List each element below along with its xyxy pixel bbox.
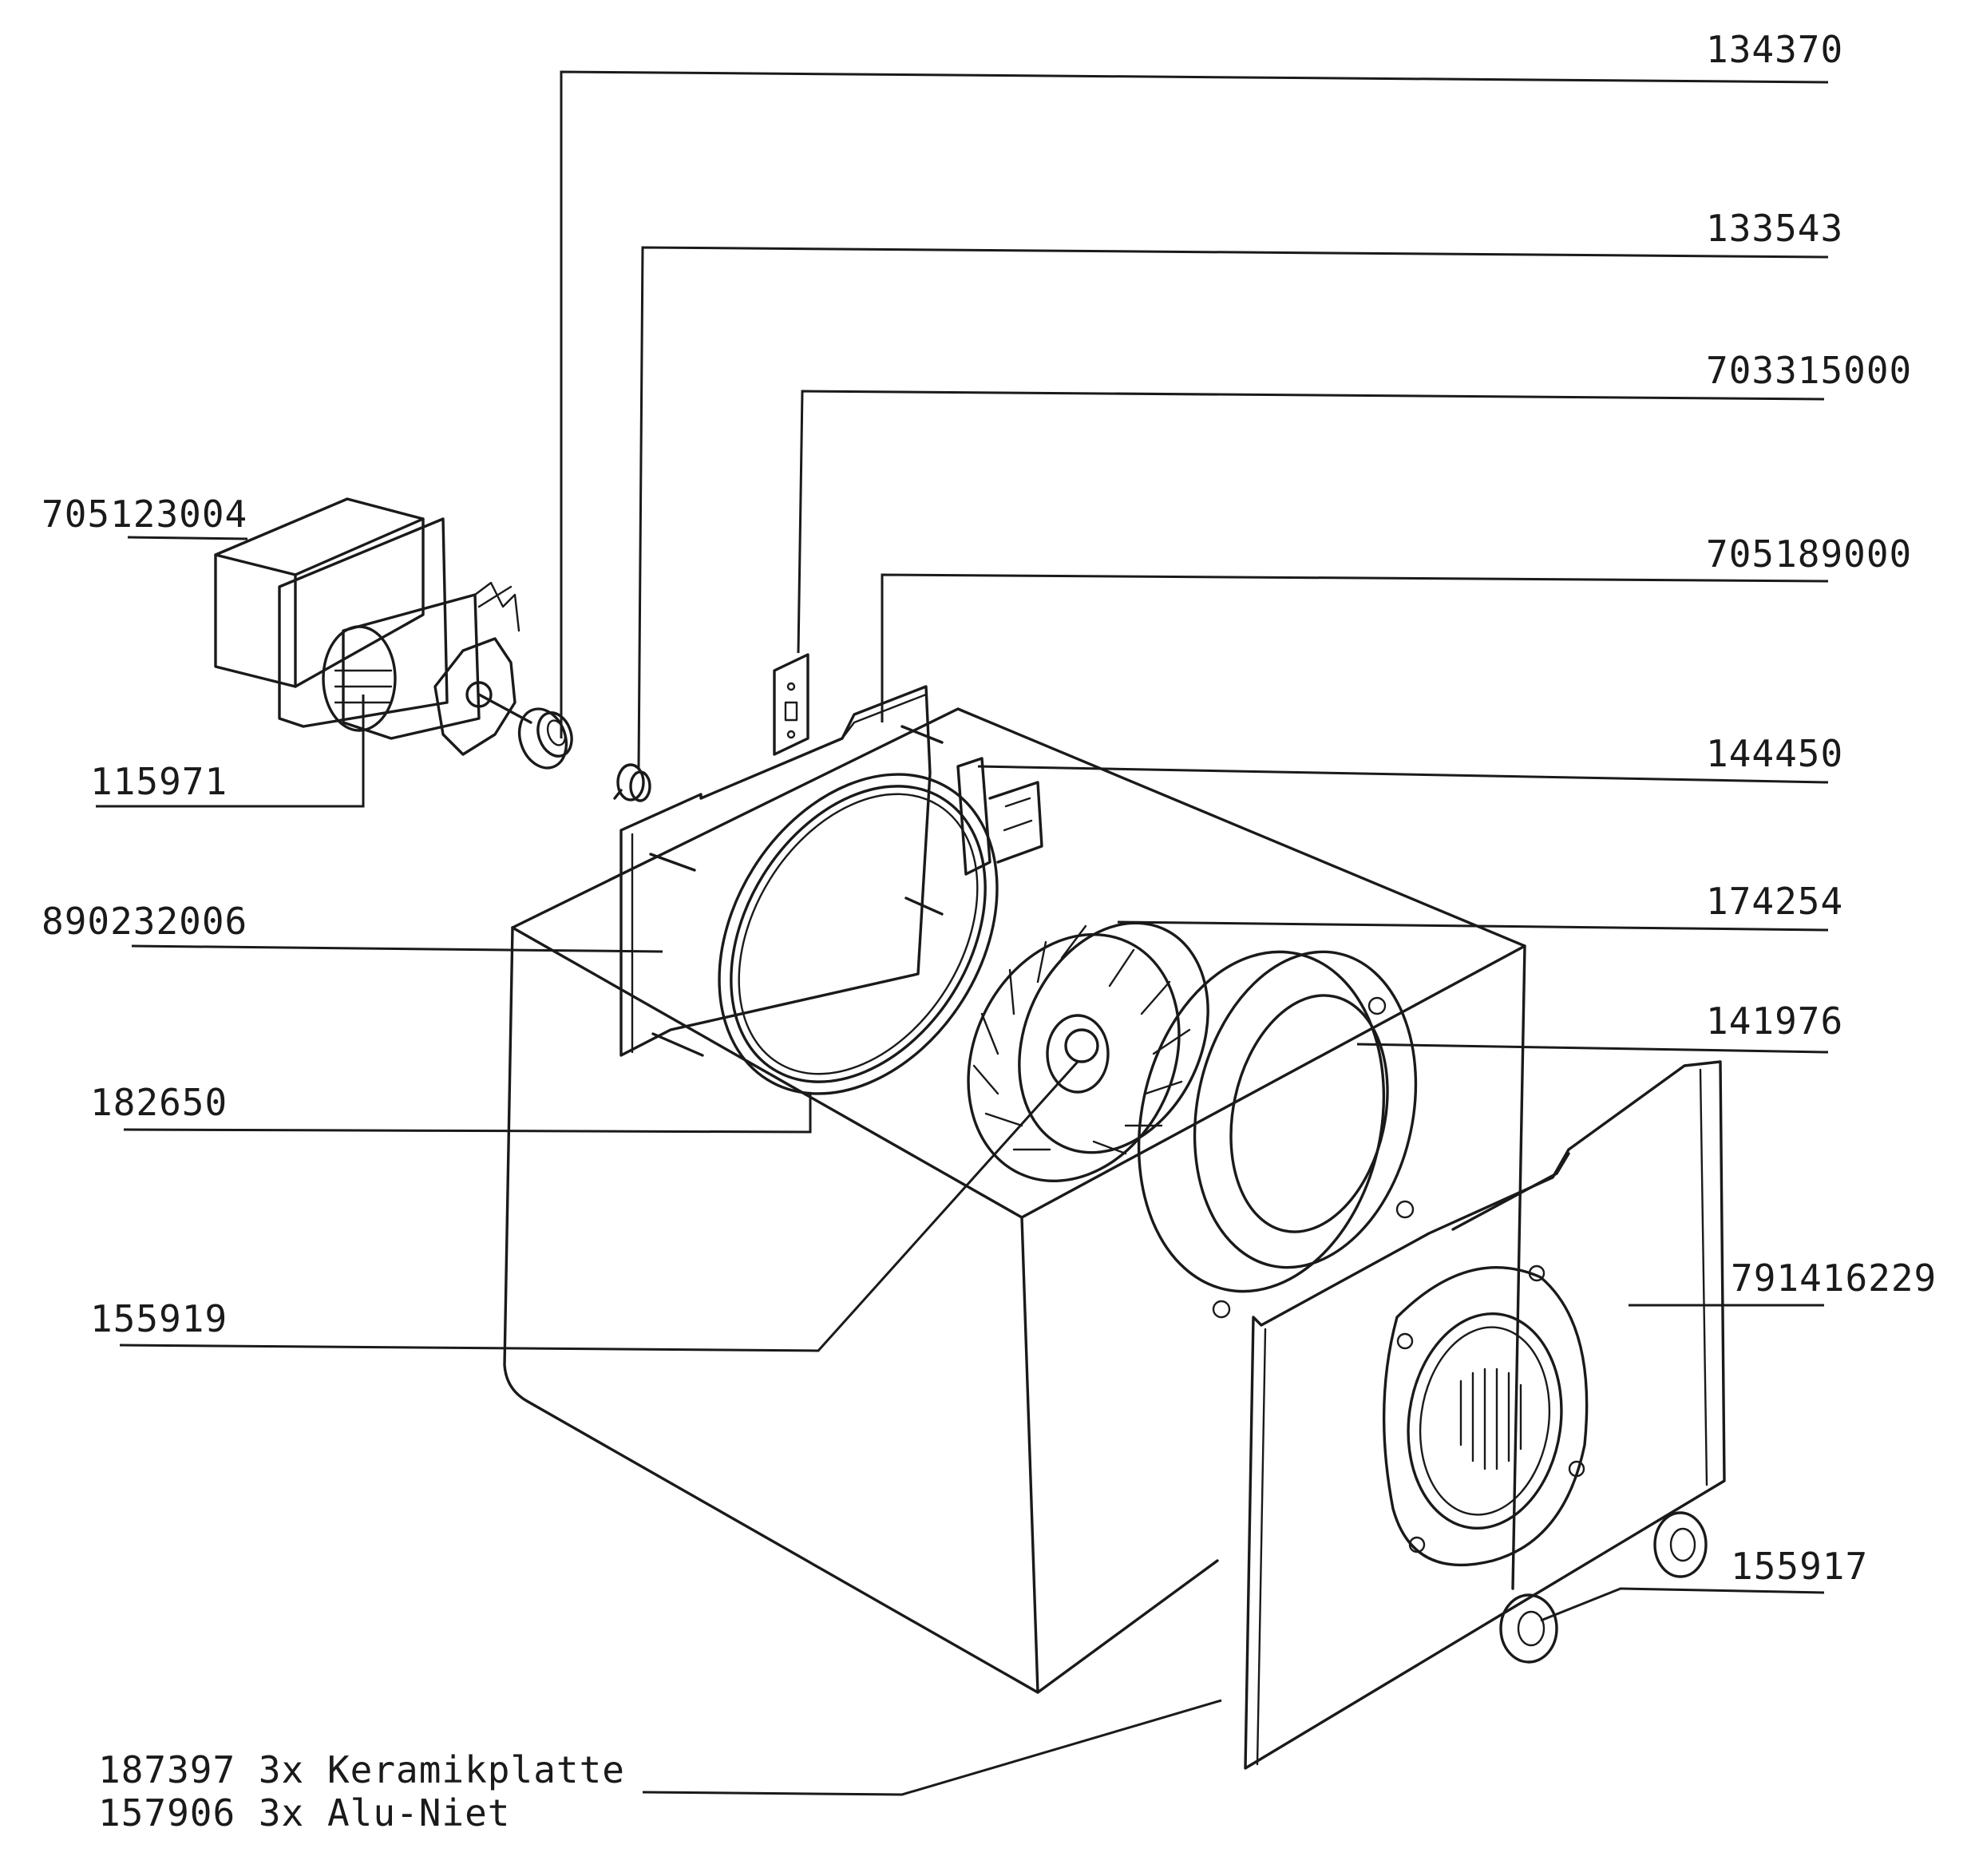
gasket-ring — [1137, 950, 1418, 1319]
label-144450: 144450 — [1706, 732, 1843, 775]
fan-wheel — [967, 921, 1209, 1183]
label-155917: 155917 — [1731, 1545, 1868, 1588]
ceramic-studs — [649, 725, 944, 1057]
back-plate — [619, 685, 944, 1057]
label-174254: 174254 — [1706, 880, 1843, 923]
nut-155917 — [1499, 1511, 1708, 1664]
fan-blades — [972, 924, 1191, 1155]
label-141976: 141976 — [1706, 999, 1843, 1043]
note-keramikplatte: 187397 3x Keramikplatte — [98, 1748, 625, 1791]
terminal-bracket — [956, 757, 1043, 876]
panel-vent-grille — [1459, 1367, 1522, 1470]
note-alu-niet: 157906 3x Alu-Niet — [98, 1791, 511, 1834]
panel-flange — [1382, 1265, 1589, 1567]
label-115971: 115971 — [90, 760, 228, 803]
grommet-134370 — [517, 707, 573, 770]
label-134370: 134370 — [1706, 28, 1843, 71]
label-791416229: 791416229 — [1731, 1257, 1937, 1300]
housing-box — [503, 707, 1526, 1694]
parts-notes: 187397 3x Keramikplatte 157906 3x Alu-Ni… — [98, 1748, 625, 1834]
small-plate-703315000 — [773, 653, 809, 756]
label-890232006: 890232006 — [42, 900, 247, 943]
heater-ring — [718, 773, 999, 1095]
label-155919: 155919 — [90, 1297, 228, 1340]
leader-lines — [96, 70, 1829, 1796]
label-133543: 133543 — [1706, 207, 1843, 250]
motor-assembly — [214, 497, 520, 740]
label-703315000: 703315000 — [1706, 349, 1912, 392]
screw-133543 — [613, 763, 651, 802]
label-182650: 182650 — [90, 1081, 228, 1124]
motor-flange — [433, 637, 516, 756]
label-705189000: 705189000 — [1706, 532, 1912, 576]
part-labels: 134370 133543 703315000 705123004 705189… — [42, 28, 1937, 1588]
motor-wiring — [473, 581, 520, 632]
front-panel — [1244, 1060, 1726, 1770]
label-705123004: 705123004 — [42, 493, 247, 536]
